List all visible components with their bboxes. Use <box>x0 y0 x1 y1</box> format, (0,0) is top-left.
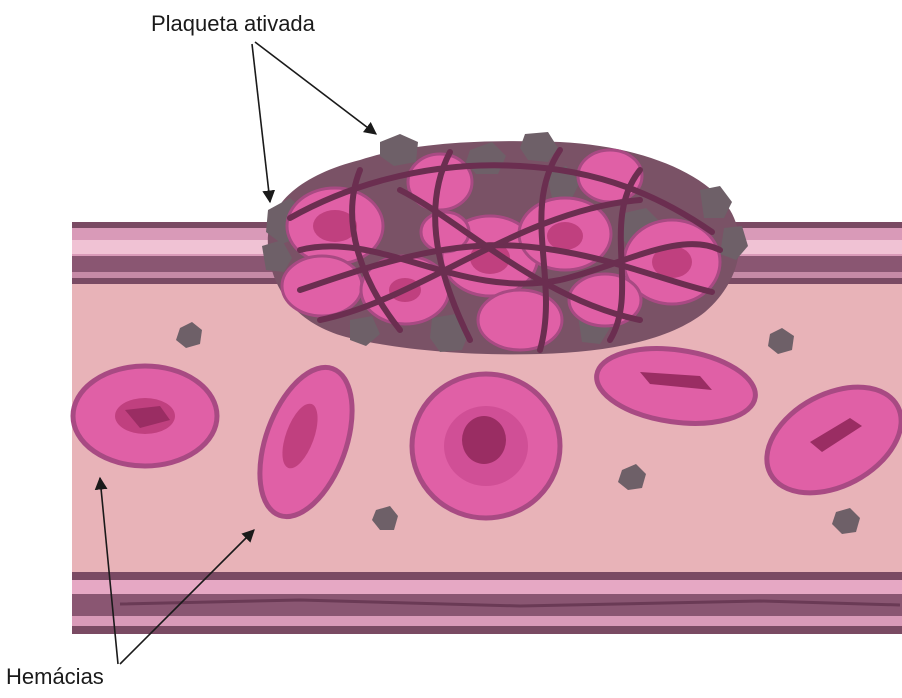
arrow-platelet-right <box>255 42 376 134</box>
vessel-wall-bottom <box>72 572 902 634</box>
arrow-platelet-left <box>252 44 270 202</box>
red-blood-cell <box>412 374 560 518</box>
red-blood-cell <box>73 366 217 466</box>
clot <box>262 132 748 354</box>
platelet-label: Plaqueta ativada <box>151 11 315 37</box>
red-cells-label: Hemácias <box>6 664 104 690</box>
